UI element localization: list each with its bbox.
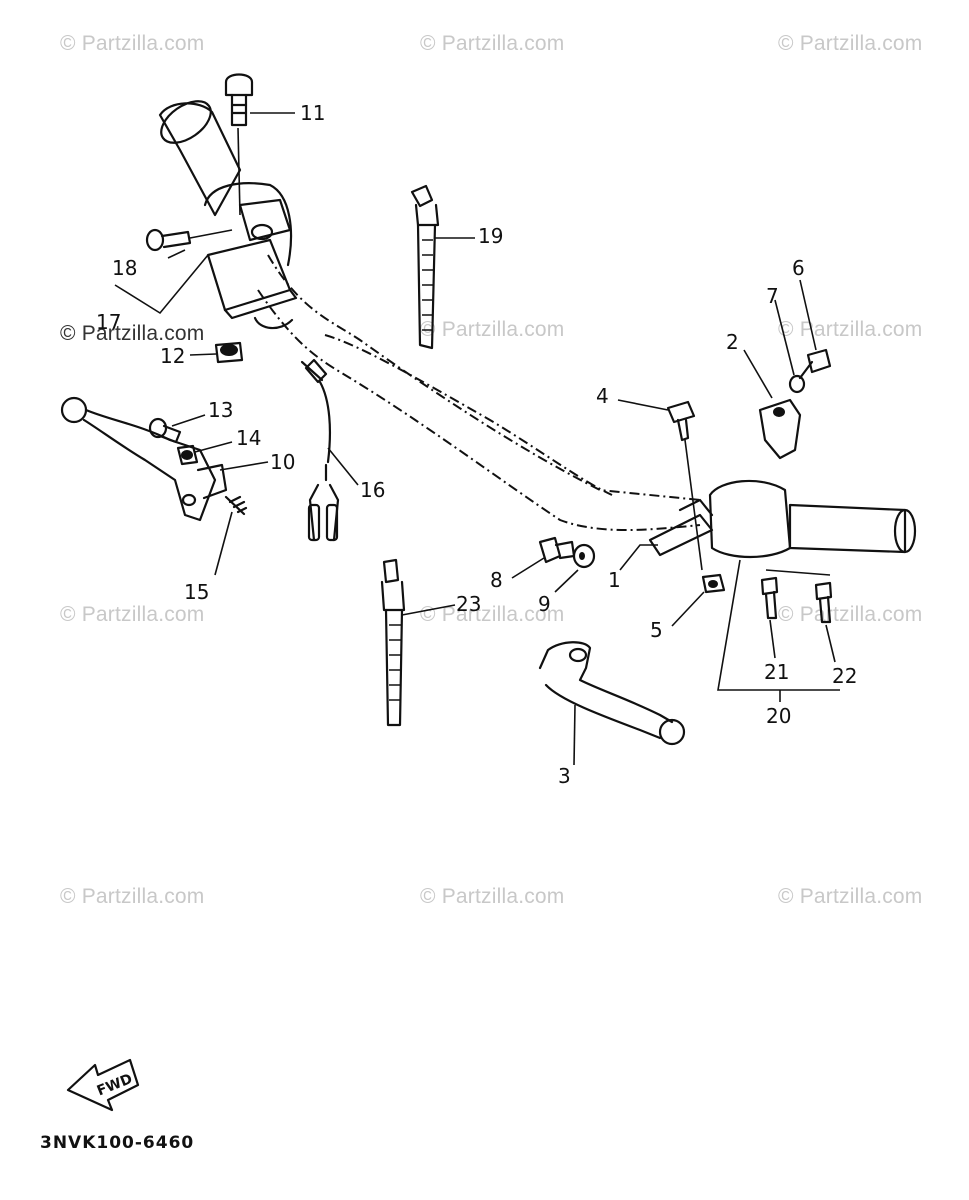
watermark: © Partzilla.com: [420, 603, 565, 626]
left-clutch-lever: [60, 396, 228, 522]
leader-lines: [114, 112, 840, 766]
right-brake-lever: [538, 641, 686, 746]
watermark: © Partzilla.com: [60, 885, 205, 908]
callout-4: 4: [596, 384, 609, 408]
callout-7: 7: [766, 284, 779, 308]
part-4-bolt: [666, 400, 703, 571]
handlebar: [257, 254, 701, 531]
watermark: © Partzilla.com: [778, 603, 923, 626]
part-9-washer: [572, 543, 596, 569]
callout-17: 17: [96, 310, 122, 334]
callout-23: 23: [456, 592, 482, 616]
left-switch-housing: [203, 182, 298, 330]
watermark: © Partzilla.com: [778, 885, 923, 908]
callout-3: 3: [558, 764, 571, 788]
watermark: © Partzilla.com: [778, 32, 923, 55]
left-grip: [158, 100, 242, 217]
part-16-wire: [300, 358, 340, 542]
diagram-code: 3NVK100-6460: [40, 1133, 195, 1153]
watermark: © Partzilla.com: [420, 885, 565, 908]
callout-8: 8: [490, 568, 503, 592]
watermark: © Partzilla.com: [60, 32, 205, 55]
callout-11: 11: [300, 101, 326, 125]
part-19-cable-tie: [410, 184, 440, 350]
part-22-screw: [814, 581, 833, 624]
callout-14: 14: [236, 426, 262, 450]
callout-21: 21: [764, 660, 790, 684]
watermark: © Partzilla.com: [778, 318, 923, 341]
watermark: © Partzilla.com: [420, 32, 565, 55]
callout-20: 20: [766, 704, 792, 728]
callout-6: 6: [792, 256, 805, 280]
callout-13: 13: [208, 398, 234, 422]
callout-5: 5: [650, 618, 663, 642]
part-12-nut: [214, 341, 244, 364]
callout-19: 19: [478, 224, 504, 248]
part-13-bolt: [148, 417, 182, 444]
callout-12: 12: [160, 344, 186, 368]
callout-16: 16: [360, 478, 386, 502]
part-5-nut: [701, 573, 726, 594]
part-2-bracket: [758, 398, 802, 460]
callout-15: 15: [184, 580, 210, 604]
part-23-cable-tie: [380, 558, 406, 727]
right-master-cylinder: [648, 479, 792, 559]
callout-2: 2: [726, 330, 739, 354]
watermark: © Partzilla.com: [420, 318, 565, 341]
callout-18: 18: [112, 256, 138, 280]
callout-22: 22: [832, 664, 858, 688]
callout-1: 1: [608, 568, 621, 592]
part-15-screw: [224, 495, 248, 516]
watermark: © Partzilla.com: [60, 603, 205, 626]
part-6-bolt: [798, 348, 832, 380]
part-11-screw: [224, 73, 254, 216]
part-18-screw: [145, 228, 233, 252]
fwd-arrow-icon: FWD: [66, 1058, 140, 1112]
part-8-adjuster: [538, 536, 576, 564]
part-14-nut: [176, 444, 199, 466]
part-7-washer: [788, 374, 806, 394]
callout-10: 10: [270, 450, 296, 474]
fwd-label: FWD: [95, 1071, 135, 1100]
right-grip: [788, 503, 917, 554]
watermark: © Partzilla.com: [60, 322, 205, 345]
callout-9: 9: [538, 592, 551, 616]
part-21-screw: [760, 576, 779, 620]
